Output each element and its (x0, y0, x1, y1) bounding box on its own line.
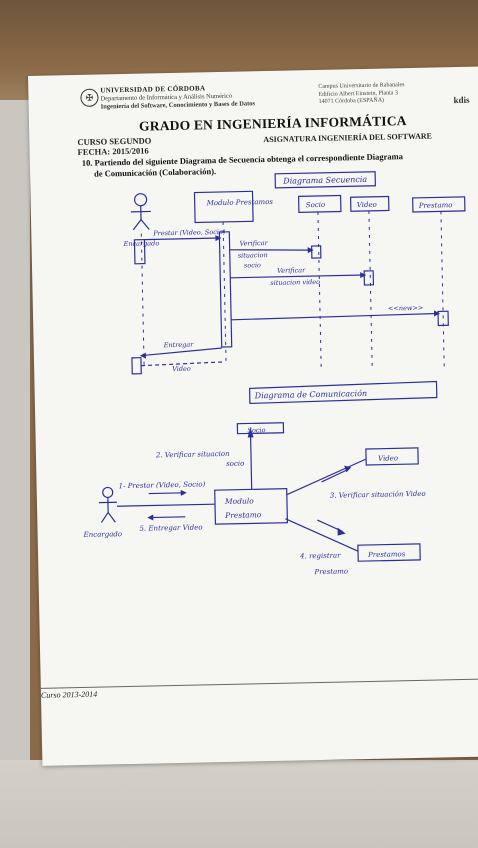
handwritten-diagrams: Diagrama Secuencia Encargado Modulo Pres… (83, 171, 466, 576)
comm-object-prestamos-box (357, 543, 421, 562)
seq-msg-socio: socio (244, 261, 261, 269)
seq-msg-new: <<new>> (388, 304, 424, 313)
comm-actor-label: Encargado (83, 530, 123, 539)
seq-actor-label: Encargado (122, 239, 159, 248)
footer-course: Curso 2013-2014 (40, 689, 98, 700)
comm-object-video-box (365, 447, 419, 466)
comm-msg-4-prestamo: Prestamo (313, 567, 348, 576)
comm-msg-2: 2. Verificar situacion (155, 450, 230, 460)
communication-heading: Diagrama de Comunicación (254, 389, 368, 400)
seq-msg-entregar: Entregar (163, 341, 195, 350)
seq-msg-situacion-video: situacion video (270, 278, 320, 287)
seq-object-video: Video (357, 201, 377, 209)
comm-object-prestamo: Prestamo (224, 510, 262, 520)
seq-object-socio-box (297, 194, 342, 213)
seq-msg-verificar-video: Verificar (277, 266, 306, 275)
comm-object-socio-box (236, 422, 285, 435)
comm-object-modulo: Modulo (224, 496, 254, 506)
desk-background-bottom (0, 760, 478, 848)
comm-msg-5: 5. Entregar Video (139, 523, 202, 532)
comm-object-video: Video (378, 454, 398, 462)
exam-sheet: ✠ UNIVERSIDAD DE CÓRDOBA Departamento de… (28, 66, 478, 766)
sequence-heading-box (274, 171, 376, 189)
comm-msg-2-socio: socio (226, 460, 244, 468)
seq-object-prestamo-box (412, 196, 466, 213)
seq-object-socio: Socio (306, 201, 326, 209)
comm-object-modulo-box (214, 488, 289, 525)
seq-object-modulo-label: Modulo Prestamos (206, 198, 274, 207)
seq-msg-prestar: Prestar (Video, Socio) (152, 228, 226, 238)
seq-object-modulo-box (193, 190, 254, 224)
seq-msg-verificar: Verificar (239, 239, 268, 248)
desk-background-left (0, 100, 30, 770)
comm-object-prestamos: Prestamos (367, 550, 406, 559)
comm-msg-1: 1- Prestar (Video, Socio) (119, 480, 206, 490)
comm-object-socio: Socio (247, 426, 265, 434)
seq-msg-video: Video (172, 365, 191, 373)
comm-actor-icon (98, 486, 117, 523)
comm-msg-3: 3. Verificar situación Video (330, 490, 426, 500)
comm-msg-4: 4. registrar (299, 552, 341, 561)
seq-object-video-box (349, 195, 390, 212)
seq-object-prestamo: Prestamo (418, 201, 453, 210)
seq-object-modulo-line1: Modulo Prestamos (206, 198, 274, 207)
communication-heading-box (248, 380, 438, 405)
sequence-heading: Diagrama Secuencia (282, 175, 367, 186)
sequence-actor-icon (130, 193, 151, 231)
seq-msg-situacion: situacion (238, 251, 268, 260)
